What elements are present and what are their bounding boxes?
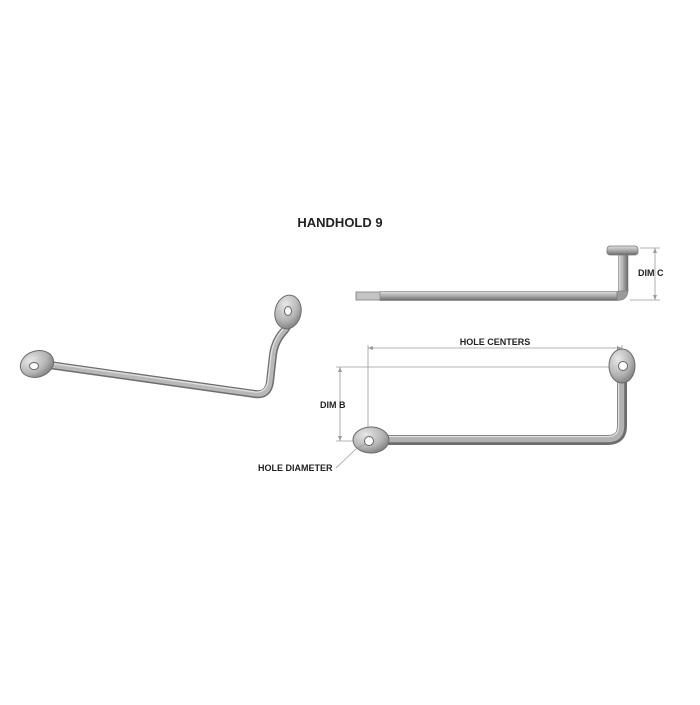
drawing-title: HANDHOLD 9 [297, 215, 382, 230]
perspective-view [19, 294, 302, 399]
eye-hole [284, 306, 292, 316]
eye-hole [364, 436, 374, 446]
top-view: DIM C [355, 245, 664, 301]
dim-c-label: DIM C [638, 268, 664, 278]
dim-b-label: DIM B [320, 400, 346, 410]
eye-hole [29, 362, 39, 370]
front-view: HOLE CENTERS DIM B HOLE DIAMETER [258, 337, 636, 473]
hole-diameter-label: HOLE DIAMETER [258, 463, 333, 473]
eye-hole [618, 361, 628, 371]
hole-centers-label: HOLE CENTERS [460, 337, 531, 347]
